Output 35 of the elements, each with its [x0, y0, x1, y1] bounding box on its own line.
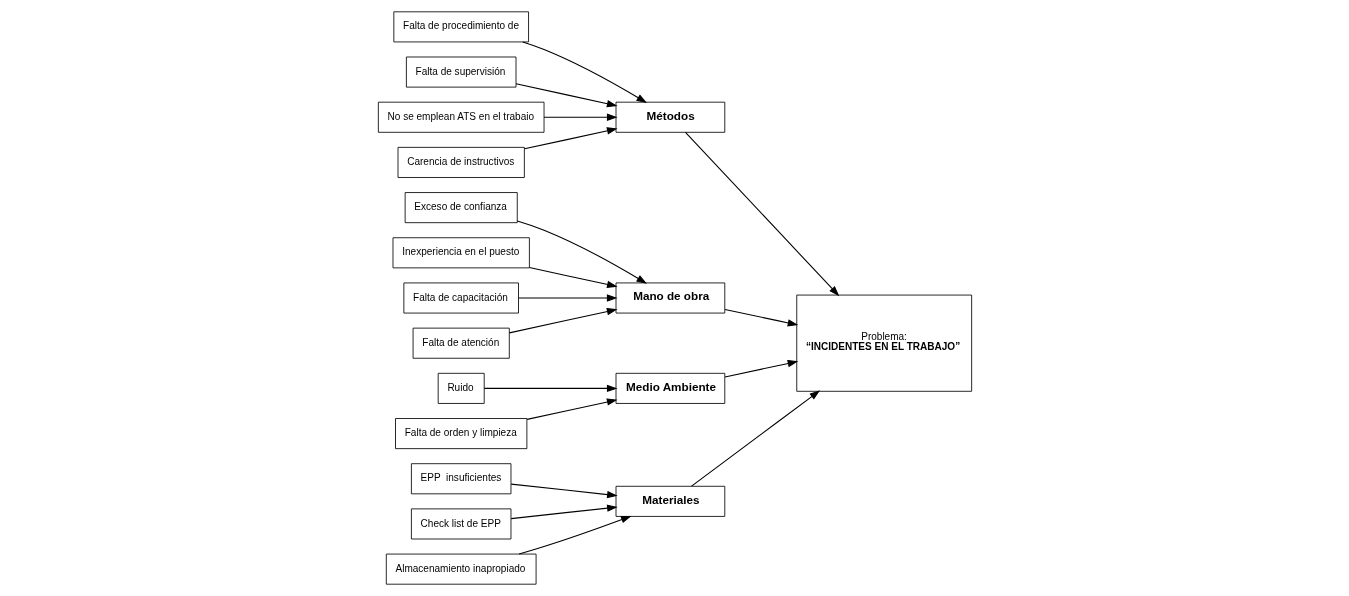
node-box: Ruido: [437, 372, 485, 404]
arrow: [510, 483, 618, 499]
node-box: Falta de supervisión: [405, 56, 516, 88]
node-box: Mano de obra: [615, 282, 725, 314]
node-box: Falta de capacitación: [402, 282, 519, 314]
node-box: Medio Ambiente: [615, 372, 725, 404]
arrow: [526, 398, 617, 420]
node-box: Falta de procedimiento de: [392, 11, 529, 43]
arrow: [508, 308, 617, 334]
node-box: Métodos: [615, 101, 725, 133]
node-box: Check list de EPP: [410, 508, 511, 540]
arrow: [483, 384, 617, 393]
arrow: [543, 113, 617, 121]
arrow: [684, 131, 839, 297]
arrow: [724, 359, 798, 378]
node-box: Problema: “INCIDENTES EN EL TRABAJO”: [795, 294, 972, 392]
arrow: [518, 515, 631, 555]
arrow: [510, 504, 618, 520]
node-box: Almacenamiento inapropiado: [385, 553, 536, 585]
node-box: Exceso de confianza: [404, 192, 518, 224]
node-box: Falta de atención: [412, 327, 510, 359]
arrow: [528, 266, 618, 289]
node-box: Inexperiencia en el puesto: [392, 237, 530, 269]
arrow: [517, 294, 617, 302]
node-box: Falta de orden y limpieza: [394, 418, 527, 450]
arrow: [523, 127, 618, 150]
arrow: [514, 83, 617, 108]
arrow: [724, 308, 798, 327]
arrow: [516, 220, 647, 284]
node-box: Materiales: [615, 485, 725, 517]
arrow: [690, 390, 820, 487]
arrow: [521, 41, 647, 104]
node-box: No se emplean ATS en el trabaio: [377, 101, 544, 133]
node-box: Carencia de instructivos: [397, 146, 525, 178]
node-box: EPP insuficientes: [410, 463, 511, 495]
